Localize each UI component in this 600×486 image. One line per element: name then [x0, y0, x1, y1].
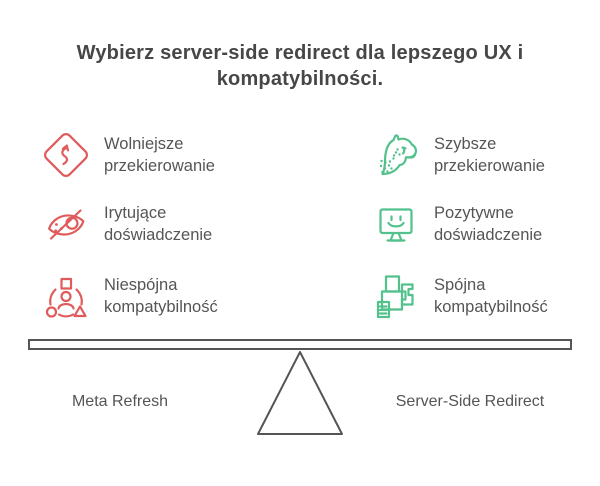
seesaw-plank: [28, 339, 572, 350]
winding-road-sign-icon: [42, 131, 90, 179]
feature-faster-redirect: Szybsze przekierowanie: [372, 131, 594, 179]
feature-label: Niespójna kompatybilność: [104, 276, 218, 316]
seesaw-fulcrum-triangle: [257, 351, 343, 435]
feature-label: Szybsze przekierowanie: [434, 135, 545, 175]
seesaw-left-label: Meta Refresh: [71, 393, 169, 410]
feature-irritating-experience: Irytujące doświadczenie: [42, 200, 264, 248]
feature-label: Irytujące doświadczenie: [104, 204, 213, 244]
feature-label: Wolniejsze przekierowanie: [104, 135, 215, 175]
person-mixed-shapes-icon: [42, 272, 90, 320]
seesaw-right-label: Server-Side Redirect: [395, 393, 545, 410]
smiley-monitor-icon: [372, 200, 420, 248]
puzzle-pieces-icon: [372, 272, 420, 320]
feature-inconsistent-compatibility: Niespójna kompatybilność: [42, 272, 264, 320]
feature-label: Spójna kompatybilność: [434, 276, 548, 316]
cheetah-icon: [372, 131, 420, 179]
feature-label: Pozytywne doświadczenie: [434, 204, 543, 244]
feature-slower-redirect: Wolniejsze przekierowanie: [42, 131, 264, 179]
page-title: Wybierz server-side redirect dla lepszeg…: [76, 42, 524, 90]
feature-consistent-compatibility: Spójna kompatybilność: [372, 272, 594, 320]
eye-slash-icon: [42, 200, 90, 248]
feature-positive-experience: Pozytywne doświadczenie: [372, 200, 594, 248]
